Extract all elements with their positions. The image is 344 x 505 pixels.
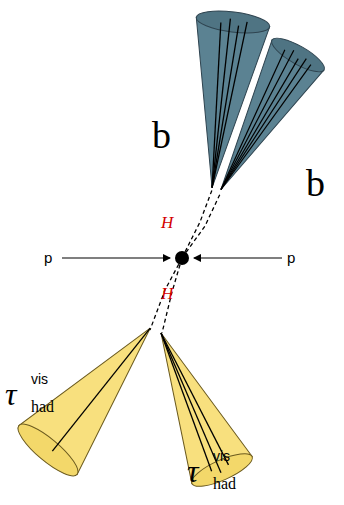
tau-symbol: τ [187, 455, 198, 487]
proton-arrow [194, 257, 282, 258]
tau-superscript: vis [31, 372, 48, 386]
proton-arrow [62, 257, 170, 258]
b-jet-cone [195, 32, 329, 204]
tau-jet-cone [131, 320, 256, 493]
quark-label: b [306, 164, 325, 202]
tau-subscript: had [31, 399, 54, 415]
tau-jet-cone [12, 304, 179, 483]
proton-label: p [44, 250, 52, 265]
dashed-lines [150, 190, 221, 333]
tau-subscript: had [213, 476, 236, 492]
tau-symbol: τ [5, 378, 16, 410]
higgs-label: H [161, 285, 173, 302]
quark-label: b [152, 116, 171, 154]
higgs-label: H [161, 214, 173, 231]
tau-superscript: vis [213, 449, 230, 463]
vertex-dot [175, 251, 189, 265]
proton-label: p [287, 250, 295, 265]
